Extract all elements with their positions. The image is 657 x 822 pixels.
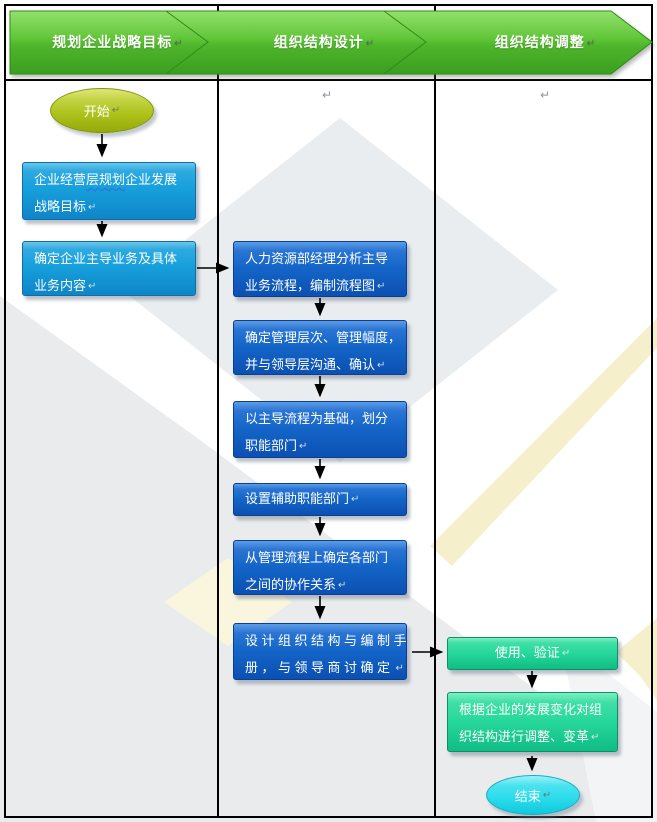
step-text-line: 业务流程，编制流程图↵: [245, 279, 386, 294]
step-text-line: 职能部门↵: [245, 439, 308, 454]
step-text-line: 业务内容↵: [34, 279, 97, 294]
step-analyze-process-box: 人力资源部经理分析主导 业务流程，编制流程图↵: [233, 241, 407, 297]
pilcrow-mark: ↵: [377, 281, 386, 292]
step-main-business-box: 确定企业主导业务及具体 业务内容↵: [22, 241, 196, 296]
step-text-line: 从管理流程上确定各部门: [245, 551, 389, 566]
step-text-line: 设计组织结构与编制手: [245, 634, 411, 649]
pilcrow-mark: ↵: [540, 88, 551, 102]
chevron-banner-3: [382, 10, 653, 75]
pilcrow-mark: ↵: [561, 648, 571, 659]
pilcrow-mark: ↵: [591, 732, 600, 743]
step-text-line: 战略目标↵: [34, 200, 97, 215]
step-text-line: 根据企业的发展变化对组: [459, 703, 603, 718]
swimlane-table-border: [4, 4, 653, 818]
step-management-levels-box: 确定管理层次、管理幅度， 并与领导层沟通、确认↵: [233, 320, 407, 375]
header-chevrons: [9, 10, 653, 75]
pilcrow-mark: ↵: [338, 580, 347, 591]
pilcrow-mark: ↵: [88, 281, 97, 292]
step-design-manual-box: 设计组织结构与编制手 册，与领导商讨确定↵: [233, 623, 407, 680]
header-row-divider: [4, 79, 653, 81]
pilcrow-mark: ↵: [88, 202, 97, 213]
step-text-line: 人力资源部经理分析主导: [245, 252, 389, 267]
pilcrow-mark: ↵: [542, 789, 552, 801]
lane-header-structure-design: 组织结构设计↵: [273, 35, 375, 51]
step-text-line: 织结构进行调整、变革↵: [459, 730, 600, 745]
step-text-line: 并与领导层沟通、确认↵: [245, 358, 386, 373]
pilcrow-mark: ↵: [586, 38, 596, 49]
spellcheck-squiggle: 层规划: [86, 173, 126, 188]
end-terminator: 结束↵: [486, 775, 580, 815]
step-divide-departments-box: 以主导流程为基础，划分 职能部门↵: [233, 401, 407, 458]
lane-divider-2: [434, 4, 436, 818]
step-auxiliary-departments-box: 设置辅助职能部门↵: [233, 483, 407, 516]
step-text-line: 以主导流程为基础，划分: [245, 412, 389, 427]
step-text-line: 之间的协作关系↵: [245, 578, 347, 593]
step-text-line: 确定管理层次、管理幅度，: [245, 331, 402, 346]
step-text-line: 册，与领导商讨确定↵: [245, 661, 404, 676]
step-text-line: 企业经营层规划企业发展: [34, 173, 178, 188]
pilcrow-mark: ↵: [395, 663, 404, 674]
pilcrow-mark: ↵: [365, 38, 375, 49]
pilcrow-mark: ↵: [322, 88, 333, 102]
step-plan-strategy-box: 企业经营层规划企业发展 战略目标↵: [22, 162, 196, 220]
pilcrow-mark: ↵: [111, 105, 121, 116]
pilcrow-mark: ↵: [299, 441, 308, 452]
start-terminator: 开始↵: [50, 88, 154, 133]
pilcrow-mark: ↵: [351, 494, 360, 505]
lane-divider-1: [217, 4, 219, 818]
step-use-verify-box: 使用、验证↵: [447, 637, 618, 670]
step-text-line: 确定企业主导业务及具体: [34, 252, 178, 267]
step-adjust-structure-box: 根据企业的发展变化对组 织结构进行调整、变革↵: [447, 692, 618, 752]
pilcrow-mark: ↵: [174, 38, 183, 49]
lane-header-structure-adjust: 组织结构调整↵: [494, 35, 596, 51]
step-collaboration-box: 从管理流程上确定各部门 之间的协作关系↵: [233, 540, 407, 595]
pilcrow-mark: ↵: [377, 360, 386, 371]
lane-header-plan-goals: 规划企业战略目标↵: [52, 35, 183, 51]
